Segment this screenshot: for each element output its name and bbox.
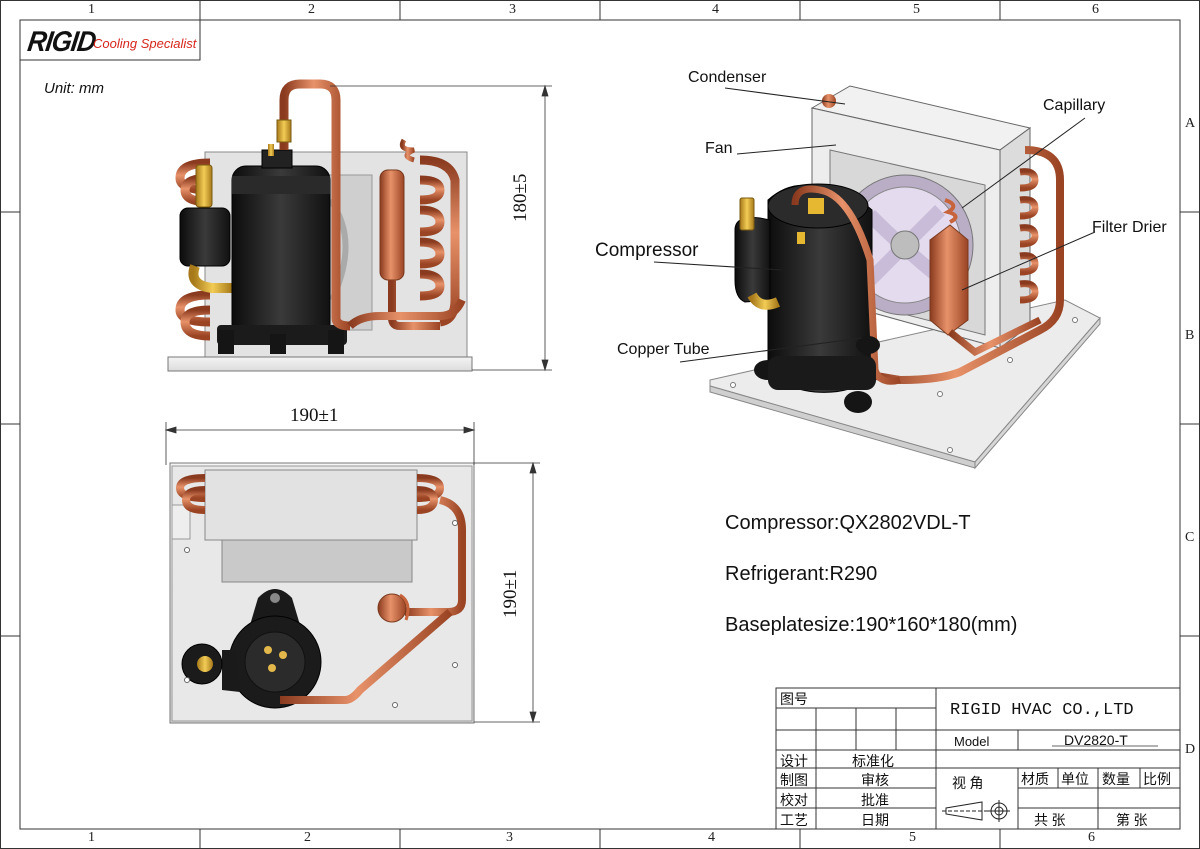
spec-compressor: Compressor:QX2802VDL-T — [725, 512, 971, 534]
tb-model-value: DV2820-T — [1064, 732, 1128, 748]
tb-unit: 单位 — [1061, 773, 1089, 788]
callout-copper-tube: Copper Tube — [617, 341, 710, 358]
title-block-frame — [775, 687, 1181, 830]
zone-col-1-bottom: 1 — [88, 830, 95, 845]
callout-fan: Fan — [705, 140, 733, 157]
tb-company: RIGID HVAC CO.,LTD — [950, 701, 1134, 720]
zone-col-4-top: 4 — [712, 2, 719, 17]
zone-row-b: B — [1185, 328, 1195, 343]
callout-filter-drier: Filter Drier — [1092, 219, 1167, 236]
tb-date: 日期 — [861, 814, 889, 829]
dim-top-width: 190±1 — [290, 405, 339, 426]
tb-process: 工艺 — [780, 814, 808, 829]
tb-approve: 批准 — [861, 794, 889, 809]
logo: RIGID Cooling Specialist — [25, 22, 197, 58]
zone-col-1-top: 1 — [88, 2, 95, 17]
dim-side-height: 180±5 — [510, 173, 531, 222]
zone-row-c: C — [1185, 530, 1195, 545]
spec-refrigerant: Refrigerant:R290 — [725, 563, 878, 585]
zone-col-2-top: 2 — [308, 2, 315, 17]
tb-standardize: 标准化 — [852, 755, 894, 770]
tb-review: 审核 — [861, 774, 889, 789]
zone-col-2-bottom: 2 — [304, 830, 311, 845]
tb-sheet-no: 第 张 — [1116, 814, 1148, 829]
zone-col-5-top: 5 — [913, 2, 920, 17]
top-view — [169, 462, 475, 724]
logo-text: RIGID — [25, 24, 98, 58]
logo-tagline: Cooling Specialist — [93, 36, 197, 51]
tb-drawing-no-label: 图号 — [780, 693, 808, 708]
isometric-view — [709, 85, 1101, 470]
tb-total-sheets: 共 张 — [1034, 814, 1066, 829]
side-view — [167, 79, 473, 372]
callout-capillary: Capillary — [1043, 97, 1106, 114]
zone-row-a: A — [1185, 116, 1196, 131]
zone-col-5-bottom: 5 — [909, 830, 916, 845]
zone-col-6-top: 6 — [1092, 2, 1099, 17]
tb-proofread: 校对 — [780, 794, 808, 809]
zone-row-d: D — [1185, 742, 1196, 757]
tb-scale: 比例 — [1143, 773, 1171, 788]
zone-col-6-bottom: 6 — [1088, 830, 1095, 845]
callout-condenser: Condenser — [688, 69, 767, 86]
callout-compressor: Compressor — [595, 240, 699, 261]
zone-col-3-bottom: 3 — [506, 830, 513, 845]
zone-col-4-bottom: 4 — [708, 830, 715, 845]
tb-material: 材质 — [1021, 773, 1049, 788]
zone-col-3-top: 3 — [509, 2, 516, 17]
spec-baseplate: Baseplatesize:190*160*180(mm) — [725, 614, 1018, 636]
tb-design: 设计 — [780, 755, 808, 770]
dim-top-depth: 190±1 — [500, 569, 521, 618]
unit-label: Unit: mm — [44, 80, 104, 97]
tb-model-label: Model — [954, 734, 990, 749]
tb-view-angle: 视 角 — [952, 777, 984, 792]
tb-draw: 制图 — [780, 774, 808, 789]
projection-symbol-icon — [942, 800, 1010, 822]
tb-quantity: 数量 — [1102, 773, 1130, 788]
